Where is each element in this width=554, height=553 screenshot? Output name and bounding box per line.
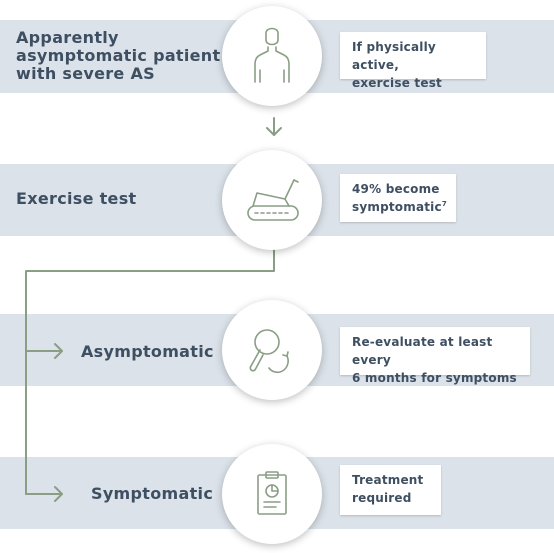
down-arrow-head	[266, 127, 282, 136]
clipboard-chart-icon	[257, 471, 287, 515]
magnifier-refresh-icon	[249, 329, 289, 374]
exercise-note: 49% become symptomatic7	[340, 174, 456, 222]
asymptomatic-icon-circle	[222, 300, 322, 400]
symptomatic-note: Treatment required	[340, 465, 441, 515]
symptomatic-title: Symptomatic	[91, 484, 214, 503]
exercise-icon-circle	[222, 150, 322, 250]
asymptomatic-title: Asymptomatic	[81, 342, 214, 361]
patient-icon-circle	[222, 6, 322, 106]
person-torso-icon	[254, 27, 290, 83]
asymptomatic-note: Re-evaluate at least every 6 months for …	[340, 327, 530, 385]
treadmill-icon	[247, 179, 299, 221]
reference-superscript: 7	[441, 200, 447, 208]
patient-note: If physically active, exercise test	[340, 32, 486, 90]
patient-title: Apparently asymptomatic patient with sev…	[16, 28, 221, 83]
exercise-title: Exercise test	[16, 189, 137, 208]
symptomatic-icon-circle	[222, 444, 322, 544]
